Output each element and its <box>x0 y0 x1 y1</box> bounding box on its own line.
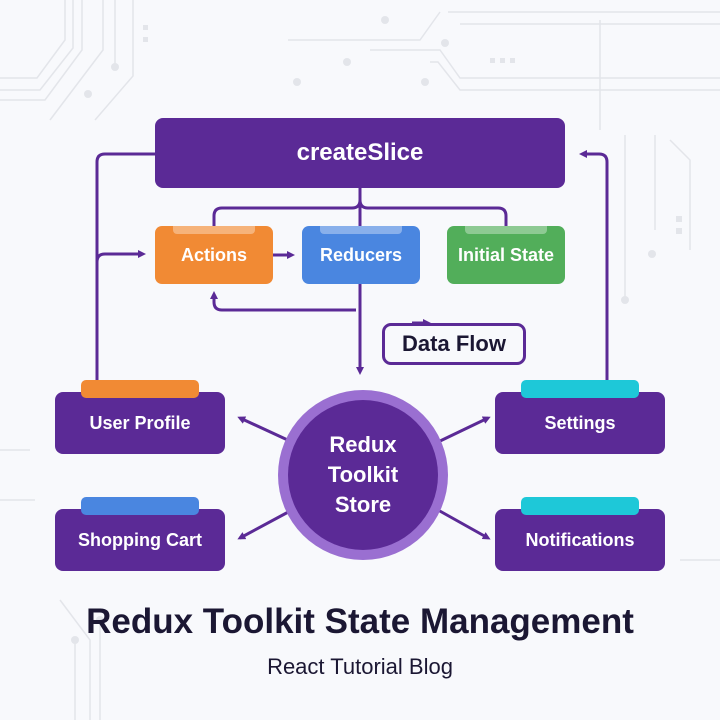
data-flow-label-box: Data Flow <box>382 323 526 365</box>
initial-state-label: Initial State <box>457 244 555 265</box>
notifications-label: Notifications <box>525 529 635 550</box>
create-slice-node: createSlice <box>155 118 565 188</box>
shopping-cart-label: Shopping Cart <box>78 529 202 550</box>
settings-label: Settings <box>544 412 616 433</box>
redux-store-node: Redux Toolkit Store <box>278 390 448 560</box>
actions-label: Actions <box>180 244 247 265</box>
reducers-node: Reducers <box>302 226 420 284</box>
node-tab <box>521 380 639 398</box>
actions-node: Actions <box>155 226 273 284</box>
user-profile-label: User Profile <box>89 412 191 433</box>
node-tab <box>521 497 639 515</box>
node-tab <box>465 226 547 234</box>
page-subtitle: React Tutorial Blog <box>267 654 453 679</box>
page-title: Redux Toolkit State Management <box>86 602 634 641</box>
redux-store-inner: Redux Toolkit Store <box>288 400 438 550</box>
store-label-line: Toolkit <box>327 462 399 487</box>
reducers-label: Reducers <box>319 244 403 265</box>
branch-line <box>212 188 362 226</box>
arrow-userprofile-to-actions <box>95 152 155 380</box>
arrow-settings-to-createslice <box>579 150 609 380</box>
store-label-line: Store <box>334 492 392 517</box>
user-profile-node: User Profile <box>55 380 225 454</box>
arrow-store-to-settings <box>437 416 491 444</box>
arrow-store-to-cart <box>237 508 293 540</box>
arrow-reducers-to-actions <box>210 291 356 312</box>
arrow-store-to-notifications <box>437 508 491 540</box>
node-tab <box>320 226 402 234</box>
node-tab <box>81 497 199 515</box>
data-flow-label: Data Flow <box>402 331 506 356</box>
notifications-node: Notifications <box>495 497 665 571</box>
store-label-line: Redux <box>329 432 397 457</box>
branch-line <box>358 199 508 226</box>
shopping-cart-node: Shopping Cart <box>55 497 225 571</box>
create-slice-label: createSlice <box>296 139 424 166</box>
initial-state-node: Initial State <box>447 226 565 284</box>
arrow-store-to-userprofile <box>237 416 293 444</box>
node-tab <box>81 380 199 398</box>
arrow-left-to-actions <box>95 250 146 263</box>
settings-node: Settings <box>495 380 665 454</box>
node-tab <box>173 226 255 234</box>
